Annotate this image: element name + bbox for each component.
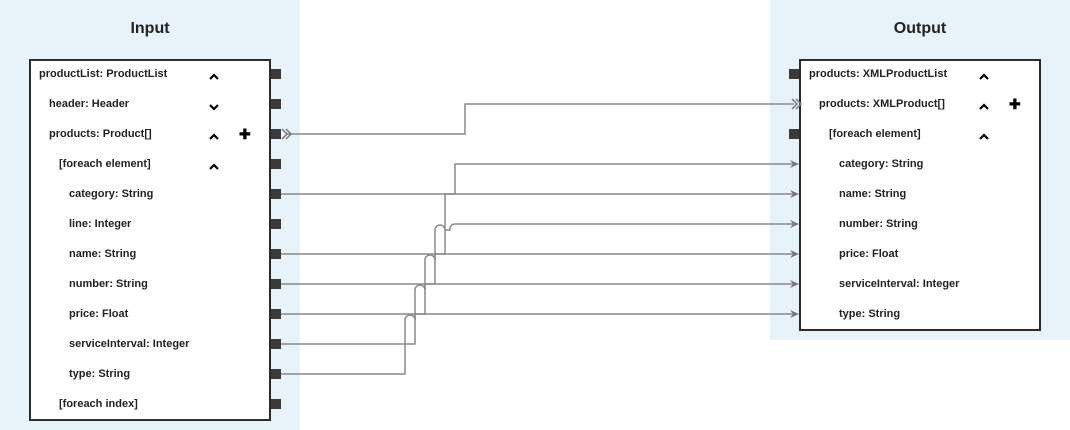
add-icon[interactable]: ✚ (239, 126, 251, 142)
input-port[interactable] (271, 399, 281, 409)
double-chevron-icon (281, 128, 293, 140)
output-node[interactable]: [foreach element] (829, 128, 921, 140)
output-port[interactable] (789, 69, 799, 79)
input-port[interactable] (271, 99, 281, 109)
input-node[interactable]: productList: ProductList (39, 68, 168, 80)
input-node[interactable]: header: Header (49, 98, 130, 110)
wire-number (280, 223, 794, 285)
input-port[interactable] (271, 369, 281, 379)
input-node[interactable]: number: String (69, 278, 148, 290)
input-title: Input (130, 20, 170, 37)
input-port[interactable] (271, 249, 281, 259)
wire-name (280, 193, 794, 255)
input-port[interactable] (271, 189, 281, 199)
wire-serviceInterval (280, 283, 794, 345)
wire-category (280, 163, 794, 195)
output-node[interactable]: products: XMLProduct[] (819, 98, 945, 110)
input-tree (29, 59, 271, 421)
input-node[interactable]: [foreach element] (59, 158, 151, 170)
input-node[interactable]: price: Float (69, 308, 129, 320)
output-node[interactable]: products: XMLProductList (809, 68, 948, 80)
input-port[interactable] (271, 309, 281, 319)
chevron-up-icon[interactable] (979, 69, 989, 80)
chevron-up-icon[interactable] (209, 69, 219, 80)
wire-price (280, 253, 794, 315)
chevron-down-icon[interactable] (209, 99, 219, 111)
chevron-up-icon[interactable] (209, 129, 219, 140)
add-icon[interactable]: ✚ (1009, 96, 1021, 112)
output-node[interactable]: category: String (839, 158, 924, 170)
chevron-up-icon[interactable] (979, 129, 989, 140)
input-port[interactable] (271, 279, 281, 289)
input-node[interactable]: category: String (69, 188, 154, 200)
input-port[interactable] (271, 339, 281, 349)
input-node[interactable]: name: String (69, 248, 137, 260)
output-tree (799, 59, 1041, 331)
output-node[interactable]: price: Float (839, 248, 899, 260)
input-port[interactable] (271, 129, 281, 139)
input-node[interactable]: serviceInterval: Integer (69, 338, 190, 350)
input-node[interactable]: line: Integer (69, 218, 132, 230)
input-node[interactable]: [foreach index] (59, 398, 138, 410)
output-node[interactable]: name: String (839, 188, 907, 200)
output-node[interactable]: type: String (839, 308, 901, 320)
output-node[interactable]: serviceInterval: Integer (839, 278, 960, 290)
output-port[interactable] (789, 129, 799, 139)
output-node[interactable]: number: String (839, 218, 918, 230)
wire-type (280, 313, 794, 375)
input-port[interactable] (271, 219, 281, 229)
input-port[interactable] (271, 69, 281, 79)
double-chevron-icon (791, 98, 803, 110)
input-node[interactable]: type: String (69, 368, 131, 380)
input-node[interactable]: products: Product[] (49, 128, 152, 140)
chevron-up-icon[interactable] (209, 159, 219, 170)
wire-products (286, 103, 794, 135)
chevron-up-icon[interactable] (979, 99, 989, 110)
output-title: Output (893, 20, 947, 37)
input-port[interactable] (271, 159, 281, 169)
